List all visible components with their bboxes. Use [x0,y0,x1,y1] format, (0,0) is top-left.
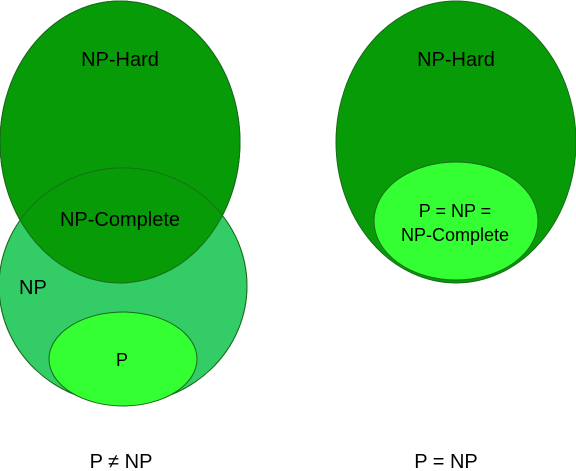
merged-label-line1: P = NP = [419,201,491,221]
np-complete-label: NP-Complete [60,209,180,231]
p-label: P [116,350,128,370]
p-set [48,311,198,407]
right-diagram-p-equals-np: NP-Hard P = NP = NP-Complete P = NP [335,0,576,471]
np-hard-set-outline [0,0,241,284]
left-diagram-p-not-equal-np: NP-Hard NP-Complete NP P P ≠ NP [0,0,248,471]
left-caption: P ≠ NP [90,451,153,471]
np-hard-label: NP-Hard [417,49,495,71]
np-complete-set [0,168,240,283]
p-np-npcomplete-set [373,161,539,281]
np-label: NP [19,277,47,299]
merged-label-line2: NP-Complete [401,225,509,245]
right-caption: P = NP [414,451,478,471]
np-hard-label: NP-Hard [81,49,159,71]
